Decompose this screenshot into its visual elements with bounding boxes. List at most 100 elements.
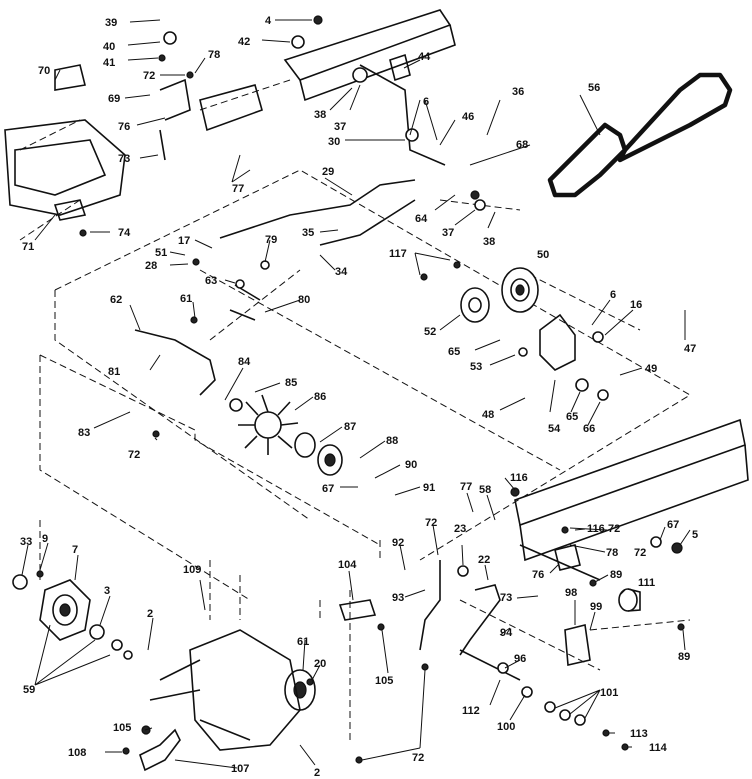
callout-28: 28 bbox=[145, 260, 157, 272]
callout-38-b: 38 bbox=[483, 236, 495, 248]
callout-72-c: 72 bbox=[608, 523, 620, 535]
callout-65-b: 65 bbox=[566, 411, 578, 423]
callout-6-b: 6 bbox=[610, 289, 616, 301]
callout-112: 112 bbox=[462, 705, 480, 717]
callout-105-a: 105 bbox=[375, 675, 393, 687]
pulley-61 bbox=[284, 669, 316, 711]
callout-62: 62 bbox=[110, 294, 122, 306]
callout-38-a: 38 bbox=[314, 109, 326, 121]
callout-34: 34 bbox=[335, 266, 348, 278]
callout-70: 70 bbox=[38, 65, 50, 77]
callout-76-b: 76 bbox=[532, 569, 544, 581]
callout-61-b: 61 bbox=[297, 636, 309, 648]
callout-74: 74 bbox=[118, 227, 131, 239]
callout-100: 100 bbox=[497, 721, 515, 733]
callout-99: 99 bbox=[590, 601, 602, 613]
callout-7: 7 bbox=[72, 544, 78, 556]
callout-72-e: 72 bbox=[425, 517, 437, 529]
callout-108: 108 bbox=[68, 747, 86, 759]
hardware bbox=[12, 15, 685, 764]
pulley-87 bbox=[294, 432, 316, 458]
callout-41: 41 bbox=[103, 57, 115, 69]
callout-2-a: 2 bbox=[147, 608, 153, 620]
callout-4: 4 bbox=[265, 15, 272, 27]
callout-42: 42 bbox=[238, 36, 250, 48]
hose-107 bbox=[139, 728, 181, 772]
callout-16: 16 bbox=[630, 299, 642, 311]
callout-72-a: 72 bbox=[143, 70, 155, 82]
fan-86 bbox=[238, 394, 299, 455]
callout-77-b: 77 bbox=[460, 481, 472, 493]
callout-53: 53 bbox=[470, 361, 482, 373]
callout-44: 44 bbox=[418, 51, 431, 63]
callout-98: 98 bbox=[565, 587, 577, 599]
callout-64-a: 64 bbox=[415, 213, 428, 225]
callout-83: 83 bbox=[78, 427, 90, 439]
pulley-52 bbox=[460, 287, 490, 323]
callout-37-b: 37 bbox=[442, 227, 454, 239]
callout-90: 90 bbox=[405, 459, 417, 471]
callout-51: 51 bbox=[155, 247, 167, 259]
callout-93: 93 bbox=[392, 592, 404, 604]
callout-116-b: 116 bbox=[587, 523, 605, 535]
callout-73-b: 73 bbox=[500, 592, 512, 604]
callout-72-d: 72 bbox=[634, 547, 646, 559]
callout-92: 92 bbox=[392, 537, 404, 549]
hub-7 bbox=[39, 579, 91, 641]
callout-65-a: 65 bbox=[448, 346, 460, 358]
callout-86: 86 bbox=[314, 391, 326, 403]
callout-67-b: 67 bbox=[667, 519, 679, 531]
callout-20: 20 bbox=[314, 658, 326, 670]
callout-87: 87 bbox=[344, 421, 356, 433]
callout-91: 91 bbox=[423, 482, 435, 494]
callout-89-b: 89 bbox=[678, 651, 690, 663]
callout-61-a: 61 bbox=[180, 293, 192, 305]
callout-113: 113 bbox=[630, 728, 648, 740]
callout-46: 46 bbox=[462, 111, 474, 123]
callout-94: 94 bbox=[500, 627, 513, 639]
leader-lines bbox=[21, 19, 691, 769]
callout-37-a: 37 bbox=[334, 121, 346, 133]
frame-rail-lower bbox=[514, 418, 749, 562]
callout-89-a: 89 bbox=[610, 569, 622, 581]
callout-107: 107 bbox=[231, 763, 249, 775]
callout-69: 69 bbox=[108, 93, 120, 105]
callout-17: 17 bbox=[178, 235, 190, 247]
callout-79: 79 bbox=[265, 234, 277, 246]
callout-101: 101 bbox=[600, 687, 618, 699]
callout-68: 68 bbox=[516, 139, 528, 151]
callout-63: 63 bbox=[205, 275, 217, 287]
callout-81: 81 bbox=[108, 366, 120, 378]
callout-22: 22 bbox=[478, 554, 490, 566]
callout-47: 47 bbox=[684, 343, 696, 355]
callout-9: 9 bbox=[42, 533, 48, 545]
callout-39: 39 bbox=[105, 17, 117, 29]
callout-labels: 39 40 41 4 42 70 72 78 69 76 73 77 44 36… bbox=[20, 15, 698, 779]
drive-belt-56 bbox=[547, 72, 733, 198]
callout-49: 49 bbox=[645, 363, 657, 375]
callout-72-f: 72 bbox=[412, 752, 424, 764]
callout-88: 88 bbox=[386, 435, 398, 447]
callout-116-a: 116 bbox=[510, 472, 528, 484]
callout-35: 35 bbox=[302, 227, 314, 239]
callout-78-a: 78 bbox=[208, 49, 220, 61]
callout-2-b: 2 bbox=[314, 767, 320, 779]
callout-71: 71 bbox=[22, 241, 34, 253]
callout-84: 84 bbox=[238, 356, 251, 368]
frame-rail-upper bbox=[199, 9, 456, 132]
callout-50: 50 bbox=[537, 249, 549, 261]
pulley-88 bbox=[317, 444, 343, 476]
callout-52: 52 bbox=[424, 326, 436, 338]
callout-104: 104 bbox=[338, 559, 357, 571]
body-panel bbox=[4, 119, 126, 216]
callout-3: 3 bbox=[104, 585, 110, 597]
assembly-outline bbox=[19, 119, 691, 740]
callout-117: 117 bbox=[389, 248, 407, 260]
transmission bbox=[149, 629, 301, 751]
callout-73-a: 73 bbox=[118, 153, 130, 165]
linkage-rods bbox=[53, 53, 601, 681]
callout-23: 23 bbox=[454, 523, 466, 535]
callout-72-b: 72 bbox=[128, 449, 140, 461]
callout-80: 80 bbox=[298, 294, 310, 306]
